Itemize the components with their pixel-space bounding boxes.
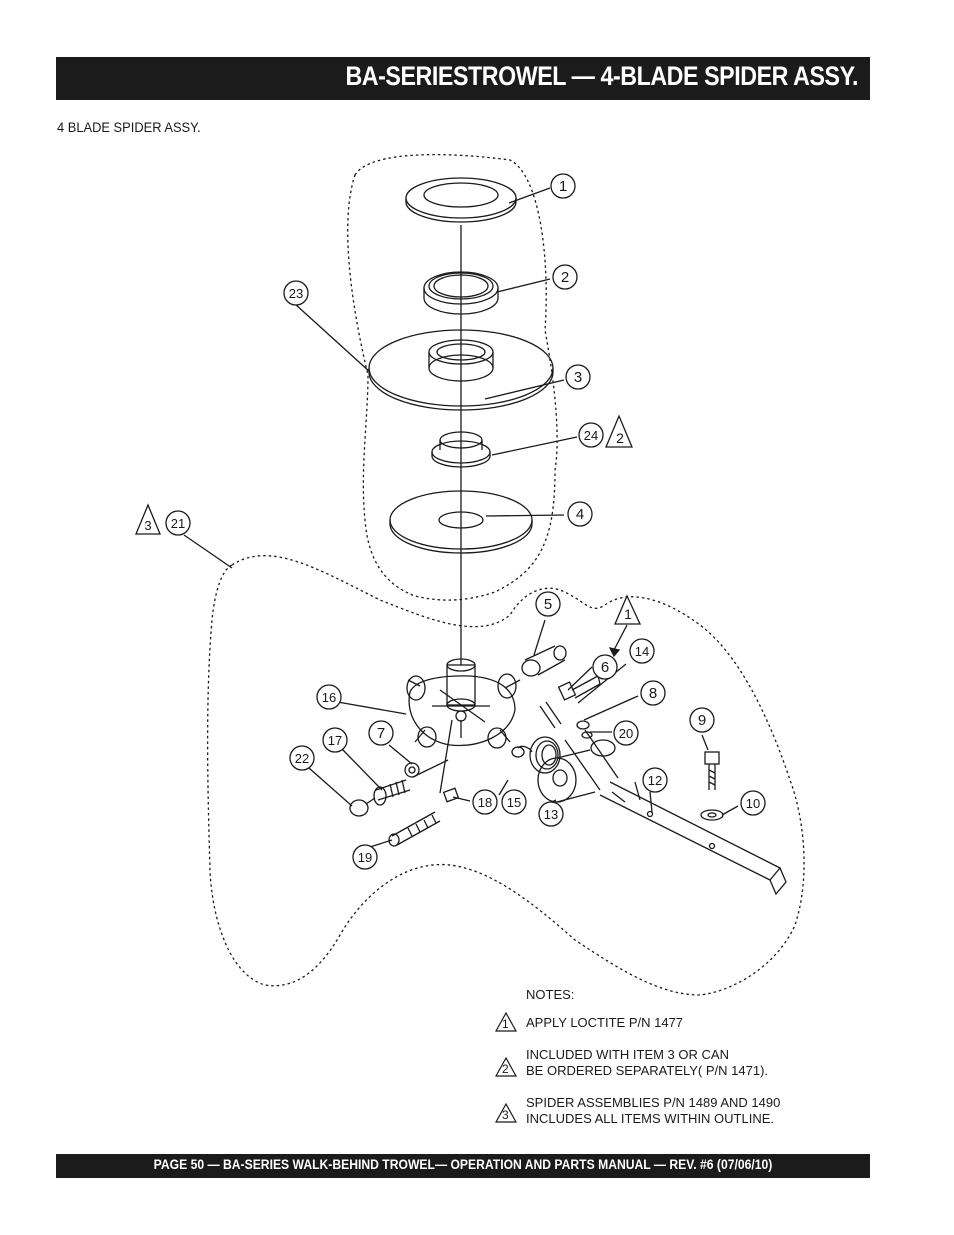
callout-17: 17 <box>328 733 342 748</box>
note-ref-triangle-1 <box>614 594 642 625</box>
note-ref-triangle-3 <box>135 503 161 535</box>
spider-assembly-outline <box>206 555 805 996</box>
callout-16: 16 <box>322 690 336 705</box>
note-ref-label-1: 1 <box>624 606 632 622</box>
callout-8: 8 <box>649 685 657 702</box>
note-ref-label-2: 2 <box>616 430 624 446</box>
note-line: SPIDER ASSEMBLIES P/N 1489 AND 1490 <box>526 1095 781 1110</box>
callout-18: 18 <box>478 795 492 810</box>
note-line: APPLY LOCTITE P/N 1477 <box>526 1015 684 1030</box>
note-ref-2: 2 <box>502 1062 509 1076</box>
header-bar: BA-SERIESTROWEL — 4-BLADE SPIDER ASSY. <box>56 57 870 100</box>
note-ref-1: 1 <box>502 1017 509 1031</box>
callout-21: 21 <box>171 516 185 531</box>
note-line: INCLUDED WITH ITEM 3 OR CAN <box>526 1047 729 1062</box>
note-line: BE ORDERED SEPARATELY( P/N 1471). <box>526 1063 769 1078</box>
callout-3: 3 <box>574 369 582 386</box>
note-ref-3: 3 <box>502 1108 509 1122</box>
footer-bar: PAGE 50 — BA-SERIES WALK-BEHIND TROWEL— … <box>56 1154 870 1178</box>
note-ref-label-3: 3 <box>144 518 151 533</box>
callout-20: 20 <box>619 726 633 741</box>
note-line: INCLUDES ALL ITEMS WITHIN OUTLINE. <box>526 1111 775 1126</box>
callout-1: 1 <box>559 178 567 195</box>
callout-19: 19 <box>358 850 372 865</box>
callout-22: 22 <box>295 751 309 766</box>
callout-10: 10 <box>746 796 760 811</box>
callout-9: 9 <box>698 712 706 729</box>
callout-15: 15 <box>507 795 521 810</box>
page-footer: PAGE 50 — BA-SERIES WALK-BEHIND TROWEL— … <box>153 1157 773 1172</box>
callout-5: 5 <box>544 596 552 613</box>
callout-24: 24 <box>584 428 598 443</box>
callout-13: 13 <box>544 807 558 822</box>
note-triangle-1 <box>495 1012 517 1032</box>
callout-7: 7 <box>377 725 385 742</box>
callout-23: 23 <box>289 286 303 301</box>
callout-2: 2 <box>561 269 569 286</box>
callout-4: 4 <box>576 506 584 523</box>
callout-6: 6 <box>601 659 609 676</box>
notes-title: NOTES: <box>526 987 575 1002</box>
section-subtitle: 4 BLADE SPIDER ASSY. <box>57 119 201 135</box>
callout-12: 12 <box>648 773 662 788</box>
page-title: BA-SERIESTROWEL — 4-BLADE SPIDER ASSY. <box>345 61 858 91</box>
note-triangle-3 <box>495 1103 517 1123</box>
note-ref-triangle-2 <box>605 414 633 448</box>
upper-group-outline <box>347 154 558 601</box>
note-triangle-2 <box>495 1057 517 1077</box>
callout-14: 14 <box>635 644 649 659</box>
